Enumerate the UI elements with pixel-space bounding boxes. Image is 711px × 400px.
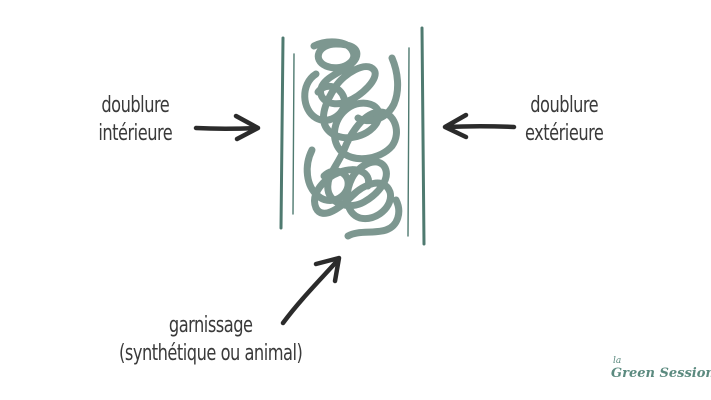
filling-fibers xyxy=(301,38,403,240)
inner-lining-label-line1: doublure xyxy=(101,93,170,118)
logo-small-text: la xyxy=(613,356,622,366)
outer-lining-label-line2: extérieure xyxy=(524,121,604,146)
arrow-left-icon xyxy=(442,112,517,140)
green-session-logo: la Green Session xyxy=(607,356,711,390)
arrow-right-icon xyxy=(193,113,261,142)
filling-label-line1: garnissage xyxy=(168,313,253,338)
inner-lining-label-line2: intérieure xyxy=(98,121,173,146)
outer-lining-wall xyxy=(420,26,426,246)
inner-lining-label: doublure intérieure xyxy=(82,92,189,148)
outer-lining-label: doublure extérieure xyxy=(515,92,613,148)
filling-label-line2: (synthétique ou animal) xyxy=(119,341,303,366)
outer-lining-label-line1: doublure xyxy=(530,93,599,118)
outer-lining-wall-thin xyxy=(407,47,410,237)
logo-main-text: Green Session xyxy=(611,366,711,381)
arrow-up-right-icon xyxy=(280,255,342,326)
inner-lining-wall-thin xyxy=(292,53,295,215)
inner-lining-wall xyxy=(279,36,285,230)
filling-label: garnissage (synthétique ou animal) xyxy=(100,312,321,368)
